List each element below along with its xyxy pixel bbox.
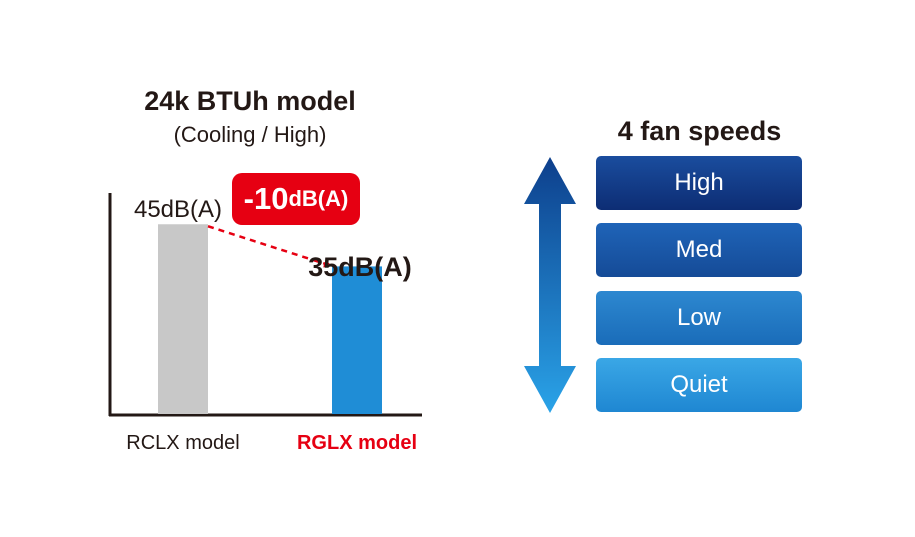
fan-speed-med: Med	[596, 223, 802, 277]
fan-speeds-title: 4 fan speeds	[617, 116, 782, 146]
fan-speed-label: Low	[676, 304, 722, 331]
fan-speed-label: Med	[675, 236, 723, 263]
bar-rclx-model	[158, 224, 208, 414]
value-label-rglx: 35dB(A)	[308, 252, 412, 282]
fan-speed-label: Quiet	[670, 371, 728, 398]
fan-speed-quiet: Quiet	[596, 358, 802, 412]
category-label-rglx: RGLX model	[297, 432, 417, 454]
reduction-unit: dB(A)	[288, 186, 349, 211]
chart-title: 24k BTUh model	[144, 86, 356, 116]
reduction-number: -10	[243, 181, 289, 216]
value-label-rclx: 45dB(A)	[134, 196, 222, 223]
double-arrow-icon	[524, 157, 576, 413]
bar-rglx-model	[332, 266, 382, 414]
fan-speed-low: Low	[596, 291, 802, 345]
fan-speed-label: High	[674, 169, 724, 196]
chart-subtitle: (Cooling / High)	[173, 122, 327, 147]
fan-speed-high: High	[596, 156, 802, 210]
category-label-rclx: RCLX model	[126, 432, 239, 454]
